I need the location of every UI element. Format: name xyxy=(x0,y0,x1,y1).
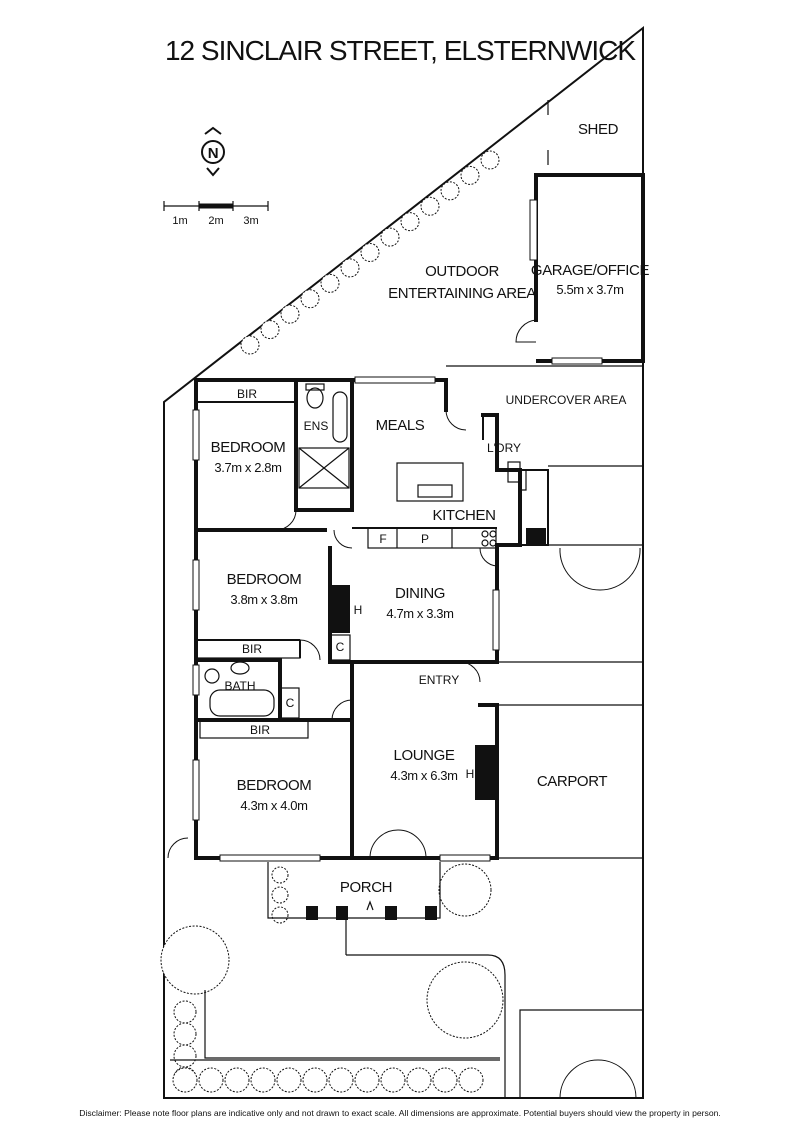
label-bedroom-3: BEDROOM xyxy=(237,777,312,794)
hedge-shrub xyxy=(360,243,380,262)
compass-label: N xyxy=(208,145,218,162)
label-bath: BATH xyxy=(224,679,255,693)
plan-title: 12 SINCLAIR STREET, ELSTERNWICK xyxy=(165,35,636,66)
scale-tick-2m: 2m xyxy=(208,215,223,227)
site-boundary xyxy=(163,25,644,1099)
hedge-shrub xyxy=(420,196,440,216)
label-cupboard-1: C xyxy=(336,640,345,654)
hedge-shrub xyxy=(198,1067,224,1093)
north-compass-icon: N xyxy=(201,126,225,177)
front-garden xyxy=(170,990,500,1061)
size-garage: 5.5m x 3.7m xyxy=(556,282,623,297)
label-pantry: P xyxy=(421,532,429,546)
scale-tick-1m: 1m xyxy=(172,215,187,227)
hedge-shrub xyxy=(302,1067,328,1093)
label-meals: MEALS xyxy=(376,417,425,434)
label-laundry: L'DRY xyxy=(487,441,521,455)
hedge-shrub xyxy=(432,1067,458,1093)
label-cupboard-2: C xyxy=(286,696,295,710)
label-heater-2: H xyxy=(466,767,475,781)
hedge-shrub xyxy=(460,165,480,185)
label-dining: DINING xyxy=(395,585,445,602)
label-entry: ENTRY xyxy=(419,673,459,687)
disclaimer-text: Disclaimer: Please note floor plans are … xyxy=(79,1108,721,1118)
hedge-shrub xyxy=(354,1067,380,1093)
hedge-shrub xyxy=(260,320,280,340)
hedge-shrub xyxy=(328,1067,354,1093)
size-bedroom-1: 3.7m x 2.8m xyxy=(214,460,281,475)
hedge-shrub xyxy=(173,1044,197,1068)
label-kitchen: KITCHEN xyxy=(432,507,495,524)
hedge-shrub xyxy=(340,258,360,278)
garden-tree xyxy=(426,961,504,1039)
hedge-shrub xyxy=(172,1067,198,1093)
label-lounge: LOUNGE xyxy=(394,747,455,764)
hedge-shrub xyxy=(250,1067,276,1093)
garage-office xyxy=(515,173,645,365)
size-lounge: 4.3m x 6.3m xyxy=(390,768,457,783)
hedge-shrub xyxy=(271,886,289,904)
size-bedroom-3: 4.3m x 4.0m xyxy=(240,798,307,813)
label-porch: PORCH xyxy=(340,879,392,896)
hedge-shrub xyxy=(173,1000,197,1024)
label-outdoor-2: ENTERTAINING AREA xyxy=(388,285,536,302)
label-fridge: F xyxy=(379,532,386,546)
label-bir-2: BIR xyxy=(242,642,262,656)
label-ens: ENS xyxy=(304,419,329,433)
label-bedroom-1: BEDROOM xyxy=(211,439,286,456)
interior-walls xyxy=(167,376,521,862)
label-bir-1: BIR xyxy=(237,387,257,401)
hedge-shrub xyxy=(400,212,420,232)
hedge-shrub xyxy=(380,1067,406,1093)
hedge-shrub xyxy=(276,1067,302,1093)
hedge-shrub xyxy=(380,227,400,247)
hedge-shrub xyxy=(406,1067,432,1093)
scale-bar: 1m 2m 3m xyxy=(163,201,269,227)
label-garage: GARAGE/OFFICE xyxy=(531,262,650,279)
hedge-shrub xyxy=(280,304,300,324)
garden-tree xyxy=(160,925,230,995)
label-outdoor: OUTDOOR xyxy=(425,263,499,280)
label-heater-1: H xyxy=(354,603,363,617)
hedge-shrub xyxy=(458,1067,484,1093)
hedge-shrub xyxy=(300,289,320,309)
porch-area xyxy=(267,862,506,1098)
label-bir-3: BIR xyxy=(250,723,270,737)
hedge-shrub xyxy=(224,1067,250,1093)
hedge-shrub xyxy=(320,273,340,293)
size-bedroom-2: 3.8m x 3.8m xyxy=(230,592,297,607)
exterior-structures xyxy=(446,365,644,1099)
hedge-shrub xyxy=(271,906,289,924)
hedge-shrub xyxy=(480,150,500,170)
garden-tree xyxy=(438,863,492,917)
garden-hedge xyxy=(160,150,504,1093)
size-dining: 4.7m x 3.3m xyxy=(386,606,453,621)
hedge-shrub xyxy=(271,866,289,884)
hedge-shrub xyxy=(440,181,460,201)
label-shed: SHED xyxy=(578,121,619,138)
hedge-shrub xyxy=(173,1022,197,1046)
label-bedroom-2: BEDROOM xyxy=(227,571,302,588)
room-labels: SHED OUTDOOR ENTERTAINING AREA GARAGE/OF… xyxy=(211,121,650,896)
scale-tick-3m: 3m xyxy=(243,215,258,227)
hedge-shrub xyxy=(240,335,260,355)
label-undercover: UNDERCOVER AREA xyxy=(506,393,627,407)
label-carport: CARPORT xyxy=(537,773,608,790)
